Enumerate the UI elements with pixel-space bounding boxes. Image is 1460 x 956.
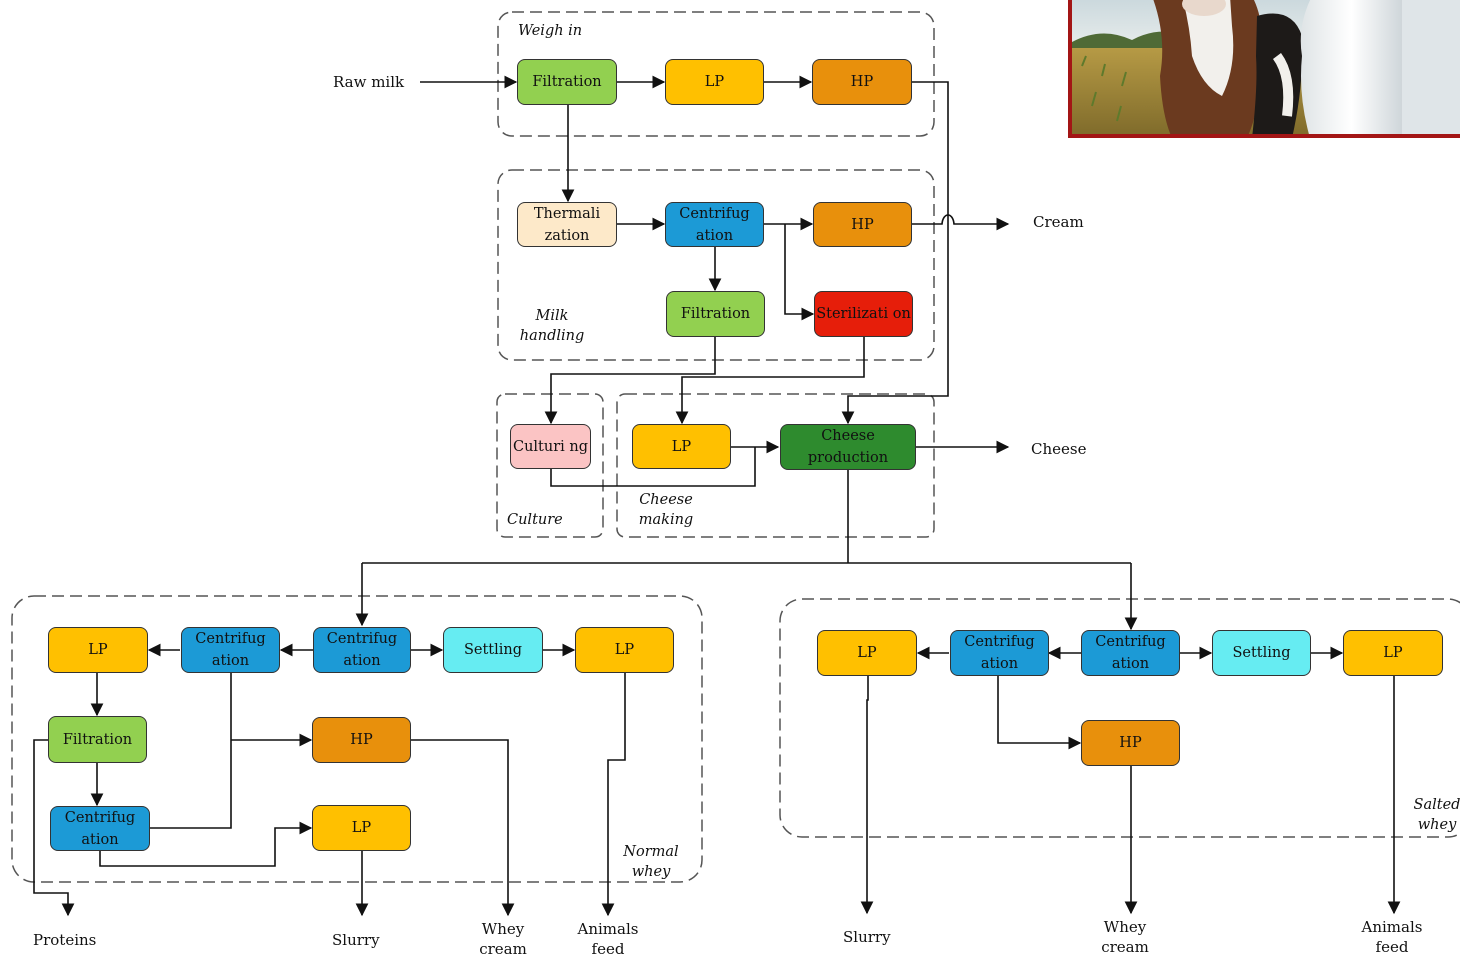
group-frame-cheese-making (616, 393, 935, 538)
node-centrifugation-normal-whey-low: Centrifug ation (50, 806, 150, 851)
node-lp-normal-whey-right: LP (575, 627, 674, 673)
node-hp-milk: HP (813, 202, 912, 247)
edge-nw-hp-whey-cream (411, 739, 515, 917)
node-settling-normal-whey: Settling (443, 627, 543, 673)
label-animals-feed-normal: Animals feed (577, 920, 639, 956)
label-whey-cream-salted: Whey cream (1101, 918, 1149, 956)
edge-centrifugation-sterilization (784, 224, 815, 321)
edge-nw-centrifugation-loop (150, 673, 232, 829)
edge-filtration-culturing (544, 337, 716, 425)
edge-nw-centrifugation-lp-low (99, 821, 313, 867)
node-culturing: Culturi ng (510, 424, 591, 469)
node-lp-weigh-in: LP (665, 59, 764, 105)
label-whey-cream-normal: Whey cream (479, 920, 527, 956)
node-lp-normal-whey-left: LP (48, 627, 148, 673)
node-centrifugation-salted-whey-main: Centrifug ation (1081, 630, 1180, 676)
node-lp-normal-whey-low: LP (312, 805, 411, 851)
label-raw-milk: Raw milk (333, 73, 405, 91)
node-lp-salted-whey-right: LP (1343, 630, 1443, 676)
label-cheese: Cheese (1031, 440, 1087, 458)
node-hp-salted-whey: HP (1081, 720, 1180, 766)
node-cheese-production: Cheese production (780, 424, 916, 470)
node-centrifugation-milk: Centrifug ation (665, 202, 764, 247)
edge-hp-cheese-production (841, 81, 949, 425)
group-frame-salted-whey (779, 598, 1460, 838)
node-thermalization: Thermali zation (517, 202, 617, 247)
label-animals-feed-salted: Animals feed (1361, 918, 1423, 956)
edge-hp-cream (912, 214, 1010, 231)
label-cream: Cream (1033, 213, 1084, 231)
cow-photo (1068, 0, 1460, 138)
group-label-salted-whey: Salted whey (1413, 797, 1460, 833)
edge-nw-lp-animals-feed (601, 673, 626, 917)
edge-nw-filtration-proteins (33, 739, 75, 917)
group-frame-weigh-in (497, 11, 935, 137)
node-hp-weigh-in: HP (812, 59, 912, 105)
node-filtration-weigh-in: Filtration (517, 59, 617, 105)
node-sterilization: Sterilizati on (814, 291, 913, 337)
node-lp-salted-whey-left: LP (817, 630, 917, 676)
label-slurry-normal: Slurry (332, 931, 380, 949)
node-centrifugation-salted-whey-mid: Centrifug ation (950, 630, 1049, 676)
edge-culturing-cheese-production (550, 447, 756, 487)
node-centrifugation-normal-whey-main: Centrifug ation (313, 627, 411, 673)
group-label-cheese-making: Cheese making (638, 492, 694, 528)
group-label-normal-whey: Normal whey (623, 844, 679, 880)
group-label-culture: Culture (507, 512, 563, 528)
node-filtration-milk: Filtration (666, 291, 765, 337)
label-proteins: Proteins (33, 931, 97, 949)
node-filtration-normal-whey: Filtration (48, 716, 147, 763)
edge-sw-centrifugation-hp (997, 676, 1082, 750)
group-label-weigh-in: Weigh in (518, 23, 583, 39)
edge-sw-lp-slurry (860, 676, 874, 915)
group-frame-normal-whey (11, 595, 703, 883)
node-hp-normal-whey: HP (312, 717, 411, 763)
group-label-milk-handling: Milk handling (519, 308, 585, 344)
label-slurry-salted: Slurry (843, 928, 891, 946)
node-centrifugation-normal-whey-mid: Centrifug ation (181, 627, 280, 673)
node-settling-salted-whey: Settling (1212, 630, 1311, 676)
cow-photo-illustration (1072, 0, 1460, 134)
node-lp-cheese-making: LP (632, 424, 731, 469)
edge-sterilization-lp (675, 337, 865, 425)
group-frame-culture (496, 393, 604, 538)
group-frame-milk-handling (497, 169, 935, 361)
